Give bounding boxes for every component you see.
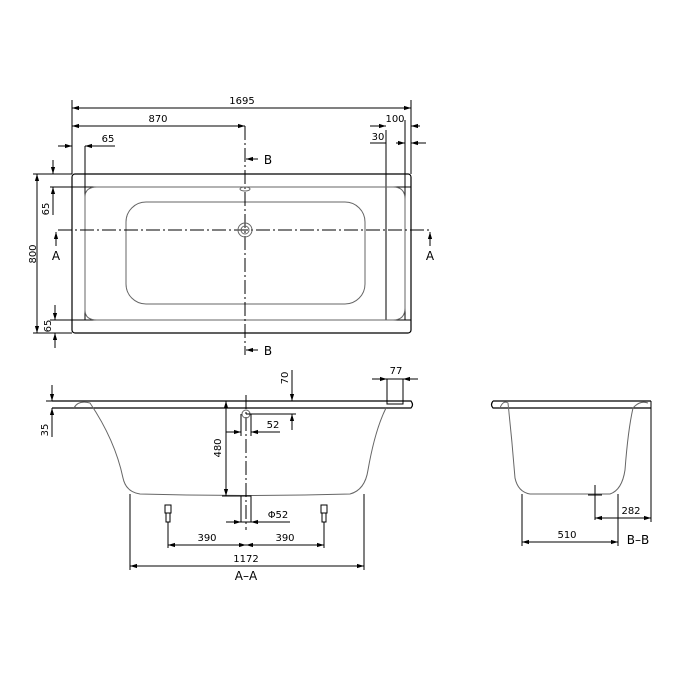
section-a-right: A [426,249,435,263]
dim-leg-left: 390 [197,533,216,544]
dim-overall-width: 800 [28,244,39,263]
drain-pipe [240,495,252,523]
dim-overflow-offset: 52 [267,420,280,431]
tap-body [386,378,404,405]
drain-icon [237,222,253,238]
tub-shell-profile [73,401,387,496]
dim-bottom-length: 1172 [233,554,258,565]
dim-bottom-width: 510 [557,530,576,541]
overflow-icon [239,186,251,192]
dim-rim-top: 65 [41,203,52,216]
top-view: 1695 870 65 100 30 800 65 65 A A [28,96,435,358]
dim-leg-right: 390 [275,533,294,544]
dim-overflow-height: 70 [280,372,291,385]
section-aa-label: A–A [235,569,258,583]
dim-tap-width: 77 [390,366,403,377]
dim-depth: 480 [213,438,224,457]
rim-profile [490,400,651,409]
leg-left [164,504,172,548]
dim-drain-offset: 870 [148,114,167,125]
tub-outer-rim [71,173,412,334]
section-bb-view: 510 282 B–B [490,400,652,547]
rim-profile [52,400,414,409]
dim-rim-right-inner: 30 [372,132,385,143]
dim-rim-right: 100 [385,114,404,125]
dim-drain-diameter: Φ52 [268,510,289,521]
tub-shell-profile [499,401,649,495]
section-b-bottom: B [264,344,272,358]
dim-rim-bottom: 65 [43,320,54,333]
dim-rim-thickness: 35 [40,424,51,437]
section-b-top: B [264,153,272,167]
section-bb-label: B–B [627,533,649,547]
leg-right [320,504,328,548]
section-a-left: A [52,249,61,263]
section-aa-view: 77 35 70 52 480 Φ52 [40,366,418,583]
basin-outline [84,186,406,321]
dim-overall-length: 1695 [229,96,254,107]
dim-drain-offset-bb: 282 [621,506,640,517]
dim-rim-left: 65 [102,134,115,145]
